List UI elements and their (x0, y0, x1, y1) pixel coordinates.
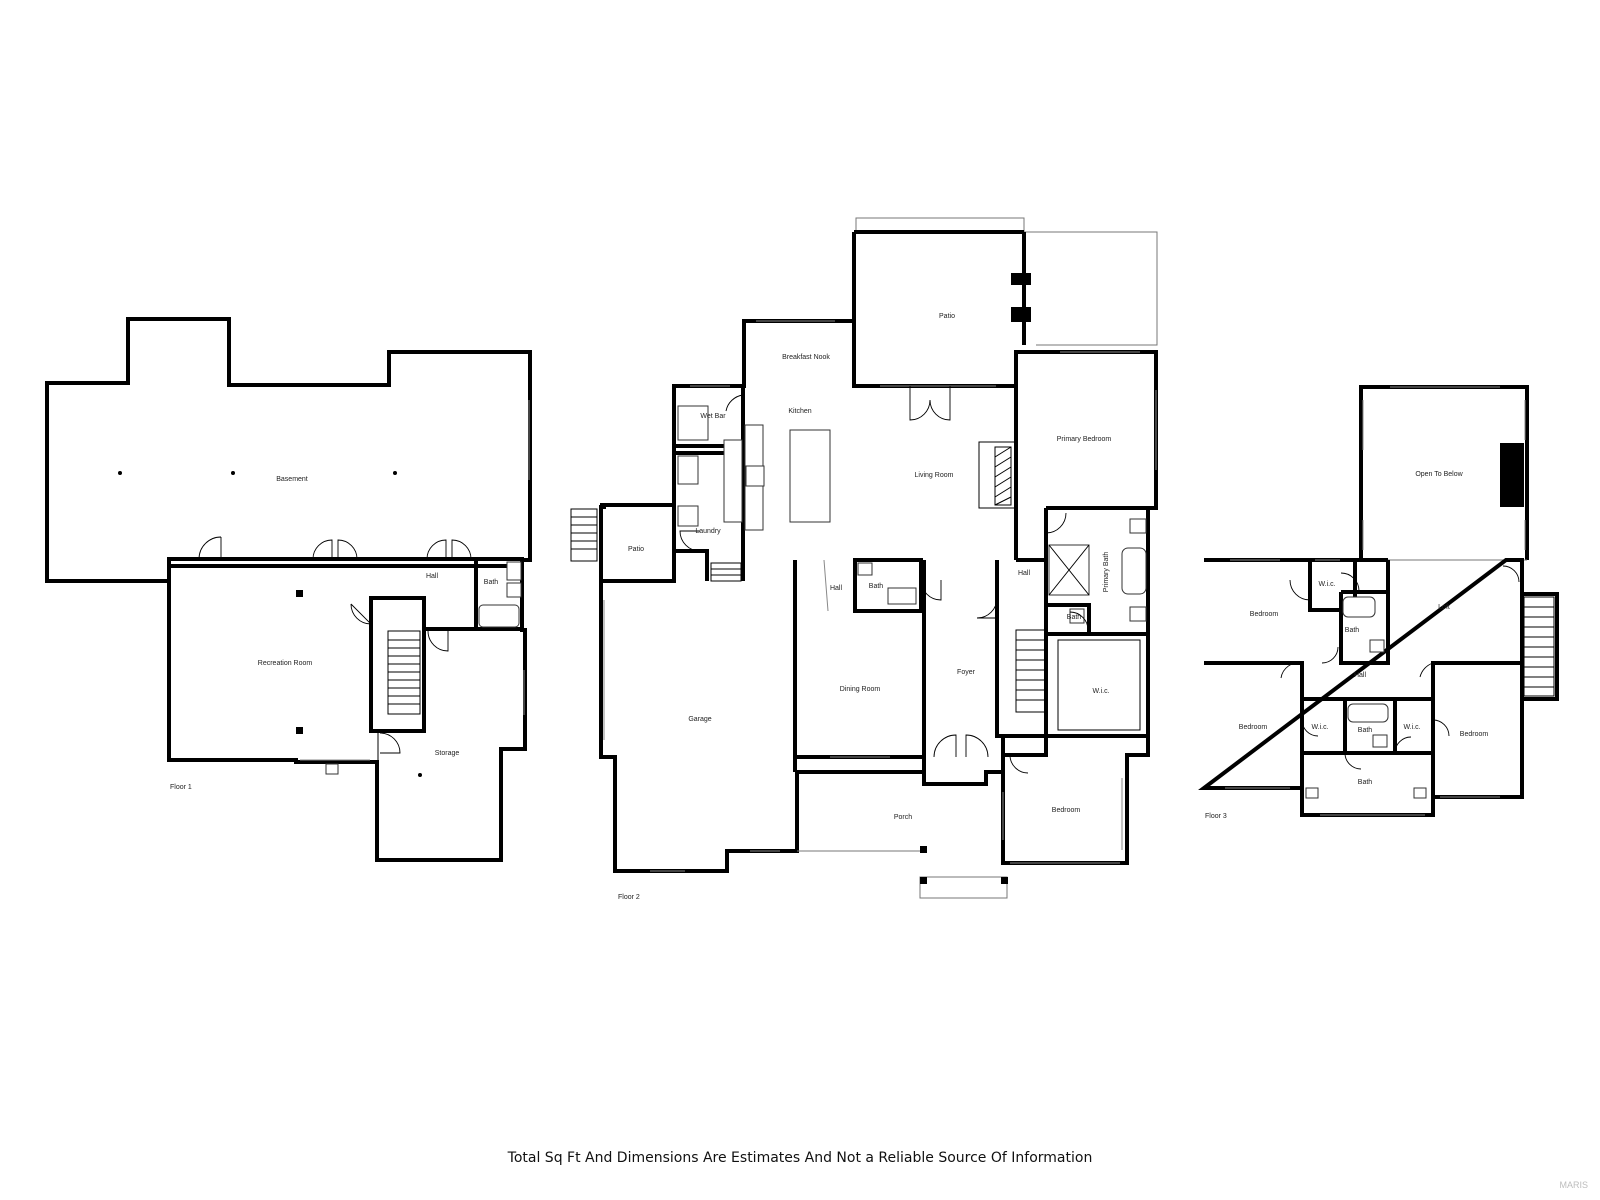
room-label-primary-bedroom: Primary Bedroom (1057, 436, 1112, 443)
room-label-patio-rear: Patio (939, 313, 955, 320)
floor-1-label: Floor 1 (170, 784, 192, 791)
disclaimer-text: Total Sq Ft And Dimensions Are Estimates… (507, 1150, 1093, 1166)
floor-3-label: Floor 3 (1205, 813, 1227, 820)
room-label-bath-upper-2: Bath (1358, 727, 1373, 734)
floor-1-bath-fixtures (325, 561, 522, 775)
room-label-living-room: Living Room (915, 472, 954, 479)
floor-2-bath-fixtures (857, 518, 1147, 731)
room-label-hall-upper: Hall (1354, 672, 1367, 679)
floor-3-doors (1280, 565, 1520, 770)
room-label-hall-right: Hall (1018, 570, 1031, 577)
room-label-wic-primary: W.i.c. (1092, 688, 1109, 695)
floor-2-deck-railing (855, 217, 1158, 346)
floor-3-main-walls (1198, 558, 1559, 817)
floor-2-doors (679, 386, 1089, 774)
floor-3-plan: Open To Below W.i.c. Bedroom Loft Bath H… (1198, 385, 1559, 820)
room-label-hall: Hall (426, 573, 439, 580)
floor-3-stairs (1523, 596, 1555, 697)
room-label-kitchen: Kitchen (788, 408, 811, 415)
room-label-bath-primary-wc: Bath (1067, 614, 1082, 621)
floor-3-bath-fixtures (1305, 596, 1427, 799)
floor-2-windows (603, 320, 1157, 872)
room-label-bedroom-upper-1: Bedroom (1250, 611, 1279, 618)
room-label-loft: Loft (1438, 604, 1450, 611)
room-label-bath-half: Bath (869, 583, 884, 590)
room-label-porch: Porch (894, 814, 912, 821)
room-label-open-to-below: Open To Below (1415, 471, 1463, 478)
room-label-breakfast-nook: Breakfast Nook (782, 354, 830, 361)
floor-2-porch-edge (797, 850, 1008, 899)
floor-3-windows (1225, 559, 1500, 816)
floor-1-stairs (387, 630, 421, 715)
floor-2-side-steps (570, 508, 598, 562)
room-label-patio-side: Patio (628, 546, 644, 553)
floor-2-label: Floor 2 (618, 894, 640, 901)
room-label-primary-bath: Primary Bath (1103, 552, 1110, 593)
room-label-bath-upper-3: Bath (1358, 779, 1373, 786)
floor-2-interior-walls (672, 352, 1148, 784)
room-label-bedroom-main-floor: Bedroom (1052, 807, 1081, 814)
room-label-laundry: Laundry (695, 528, 721, 535)
floor-1-doors (198, 536, 472, 754)
room-label-wet-bar: Wet Bar (700, 413, 726, 420)
room-label-bedroom-upper-3: Bedroom (1460, 731, 1489, 738)
room-label-storage: Storage (435, 750, 460, 757)
room-label-wic-upper-1: W.i.c. (1318, 581, 1335, 588)
floor-2-stairs (710, 562, 1047, 713)
floor-2-kitchen-fixtures (677, 405, 831, 531)
room-label-basement: Basement (276, 476, 308, 483)
room-label-garage: Garage (688, 716, 711, 723)
floor-2-plan: Patio Breakfast Nook Wet Bar Kitchen Liv… (570, 217, 1158, 901)
watermark-logo: MARIS (1559, 1180, 1588, 1190)
room-label-recreation-room: Recreation Room (258, 660, 313, 667)
floor-2-main-walls (599, 319, 1158, 873)
floor-1-lower-walls (167, 557, 527, 862)
room-label-wic-upper-3: W.i.c. (1403, 724, 1420, 731)
floor-1-bath-walls (369, 560, 522, 733)
room-label-bedroom-upper-2: Bedroom (1239, 724, 1268, 731)
room-label-foyer: Foyer (957, 669, 976, 676)
floor-2-patio-walls (852, 230, 1026, 386)
floor-1-plan: Basement Hall Bath Recreation Room Stora… (45, 317, 532, 862)
room-label-bath: Bath (484, 579, 499, 586)
room-label-wic-upper-2: W.i.c. (1311, 724, 1328, 731)
room-label-hall-left: Hall (830, 585, 843, 592)
floor-1-columns (118, 471, 422, 777)
floor-1-basement-walls (45, 317, 532, 583)
room-label-dining-room: Dining Room (840, 686, 881, 693)
room-label-bath-upper-1: Bath (1345, 627, 1360, 634)
